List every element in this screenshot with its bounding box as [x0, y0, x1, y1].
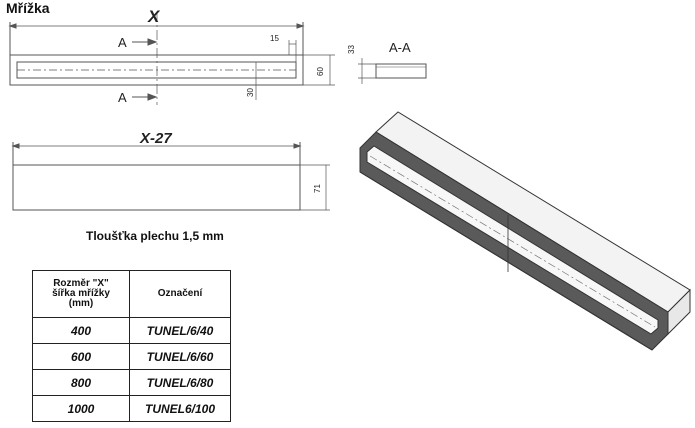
side-view	[11, 142, 330, 211]
dim-x27-label: X-27	[139, 130, 172, 147]
section-mark-top: A	[118, 35, 127, 50]
section-label: A-A	[389, 40, 411, 55]
section-view	[358, 58, 427, 84]
dim-x-label: X	[147, 7, 161, 26]
table-row: 1000 TUNEL6/100	[32, 395, 231, 422]
cell-code: TUNEL/6/40	[129, 317, 231, 344]
section-mark-bottom: A	[118, 90, 127, 105]
thickness-note: Tloušťka plechu 1,5 mm	[86, 229, 224, 243]
cell-size: 800	[32, 369, 130, 396]
dim-30-label: 30	[246, 88, 255, 97]
top-view	[8, 12, 335, 105]
cell-code: TUNEL6/100	[129, 395, 231, 422]
header-size: Rozměr "X" šířka mřížky (mm)	[32, 270, 130, 318]
table-row: 800 TUNEL/6/80	[32, 369, 231, 396]
cell-size: 600	[32, 343, 130, 370]
header-size-line: šířka mřížky	[52, 288, 110, 299]
isometric-view	[359, 111, 691, 351]
page-title: Mřížka	[6, 0, 50, 16]
dim-71-label: 71	[313, 184, 322, 193]
dim-60-label: 60	[316, 67, 325, 76]
spec-table: Rozměr "X" šířka mřížky (mm) Označení 40…	[32, 270, 231, 422]
table-row: 600 TUNEL/6/60	[32, 343, 231, 370]
header-size-line: Rozměr "X"	[53, 278, 109, 289]
dim-33-label: 33	[347, 45, 356, 54]
dim-15-label: 15	[270, 34, 279, 43]
cell-code: TUNEL/6/80	[129, 369, 231, 396]
cell-code: TUNEL/6/60	[129, 343, 231, 370]
header-code: Označení	[129, 270, 231, 318]
cell-size: 1000	[32, 395, 130, 422]
table-row: 400 TUNEL/6/40	[32, 317, 231, 344]
table-header-row: Rozměr "X" šířka mřížky (mm) Označení	[32, 270, 231, 318]
header-size-line: (mm)	[68, 298, 94, 309]
cell-size: 400	[32, 317, 130, 344]
